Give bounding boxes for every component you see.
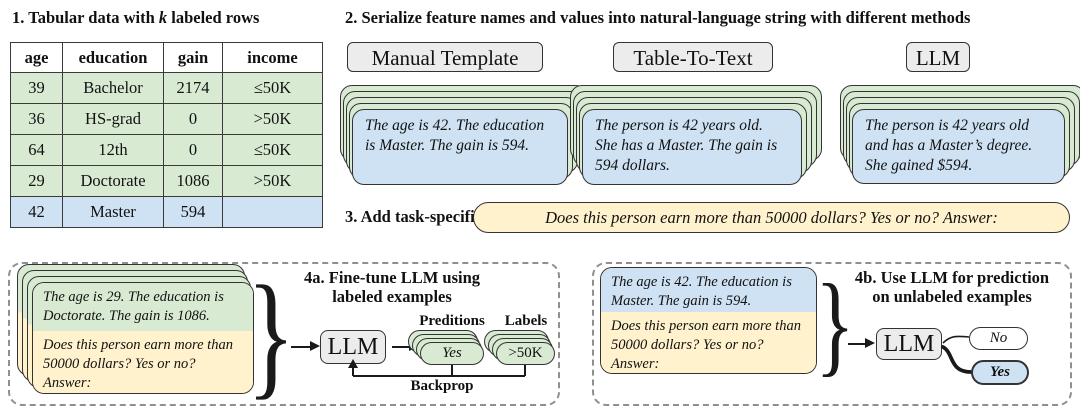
test-example-card: The age is 42. The education is Master. … — [600, 267, 817, 374]
section1-title: 1. Tabular data with k labeled rows — [12, 8, 259, 28]
method-label-manual-template: Manual Template — [347, 42, 543, 72]
table-cell: Master — [62, 196, 164, 228]
train-example-card: The age is 29. The education is Doctorat… — [32, 282, 254, 394]
table-cell-empty-income — [222, 196, 323, 228]
output-yes-oval: Yes — [971, 360, 1029, 385]
llm-box-inference: LLM — [876, 328, 942, 360]
section4a-title: 4a. Fine-tune LLM using labeled examples — [292, 268, 492, 307]
serialized-example-card-manual: The age is 42. The education is Master. … — [352, 109, 568, 185]
output-connectors — [941, 335, 973, 374]
table-cell: 42 — [10, 196, 63, 228]
table-row: 39 Bachelor 2174 ≤50K — [10, 72, 323, 104]
table-row: 29 Doctorate 1086 >50K — [10, 165, 323, 197]
backprop-label: Backprop — [410, 378, 474, 394]
method-label-table-to-text: Table-To-Text — [613, 42, 773, 72]
labeled-data-table: age education gain income 39 Bachelor 21… — [10, 42, 323, 228]
train-serialization-text: The age is 29. The education is Doctorat… — [33, 283, 253, 331]
table-cell: 64 — [10, 134, 63, 166]
table-cell: 39 — [10, 72, 63, 104]
col-header-age: age — [10, 42, 63, 73]
table-cell: >50K — [222, 103, 323, 135]
table-cell: ≤50K — [222, 72, 323, 104]
section4b-title-line2: on unlabeled examples — [872, 286, 1032, 306]
label-value-oval: >50K — [496, 342, 555, 365]
table-cell: 29 — [10, 165, 63, 197]
arrow-right-icon — [291, 340, 320, 352]
serialized-example-card-llm: The person is 42 years old and has a Mas… — [852, 109, 1065, 184]
table-row: 64 12th 0 ≤50K — [10, 134, 323, 166]
section4b-title-line1: 4b. Use LLM for prediction — [854, 268, 1050, 287]
label-oval-stack: >50K — [484, 330, 555, 365]
table-cell: >50K — [222, 165, 323, 197]
labels-label: Labels — [504, 313, 548, 329]
serialized-card-stack-llm: The person is 42 years old and has a Mas… — [840, 85, 1080, 184]
table-cell: Bachelor — [62, 72, 164, 104]
output-no-oval: No — [969, 327, 1028, 350]
table-cell: 0 — [163, 134, 223, 166]
llm-box-finetune: LLM — [320, 330, 386, 364]
serialized-example-card-table-to-text: The person is 42 years old. She has a Ma… — [582, 109, 802, 185]
table-cell: 0 — [163, 103, 223, 135]
table-cell: HS-grad — [62, 103, 164, 135]
section4b-title: 4b. Use LLM for prediction on unlabeled … — [846, 268, 1058, 307]
arrow-right-icon — [848, 337, 875, 349]
section4a-title-line2: labeled examples — [332, 286, 452, 306]
section2-title: 2. Serialize feature names and values in… — [345, 8, 971, 27]
task-prompt-pill: Does this person earn more than 50000 do… — [473, 202, 1070, 233]
table-row-unlabeled: 42 Master 594 — [10, 196, 323, 228]
task-prompt-text: Does this person earn more than 50000 do… — [545, 207, 998, 227]
table-header-row: age education gain income — [10, 42, 323, 73]
section1-title-k: k — [158, 8, 168, 27]
method-label-llm: LLM — [906, 42, 970, 72]
table-cell: 1086 — [163, 165, 223, 197]
test-serialization-text: The age is 42. The education is Master. … — [601, 268, 816, 312]
section4a-title-line1: 4a. Fine-tune LLM using — [303, 268, 481, 287]
finetune-panel: The age is 29. The education is Doctorat… — [8, 257, 560, 412]
table-cell: 2174 — [163, 72, 223, 104]
backprop-arrow — [348, 359, 526, 377]
section1-title-suffix: labeled rows — [167, 8, 260, 27]
table-cell: 594 — [163, 196, 223, 228]
inference-panel: The age is 42. The education is Master. … — [592, 260, 1072, 406]
table-row: 36 HS-grad 0 >50K — [10, 103, 323, 135]
table-cell: Doctorate — [62, 165, 164, 197]
prediction-value-oval: Yes — [420, 342, 484, 365]
section1-title-prefix: 1. Tabular data with — [12, 8, 159, 27]
train-prompt-text: Does this person earn more than 50000 do… — [33, 331, 253, 393]
predictions-label: Preditions — [419, 313, 485, 329]
table-cell: 36 — [10, 103, 63, 135]
train-example-card-stack: The age is 29. The education is Doctorat… — [17, 264, 254, 394]
prediction-oval-stack: Yes — [408, 330, 484, 365]
test-prompt-text: Does this person earn more than 50000 do… — [601, 312, 816, 373]
col-header-gain: gain — [163, 42, 223, 73]
table-cell: 12th — [62, 134, 164, 166]
serialized-card-stack-manual: The age is 42. The education is Master. … — [340, 85, 588, 185]
col-header-education: education — [62, 42, 164, 73]
table-cell: ≤50K — [222, 134, 323, 166]
col-header-income: income — [222, 42, 323, 73]
serialized-card-stack-table-to-text: The person is 42 years old. She has a Ma… — [570, 85, 822, 185]
